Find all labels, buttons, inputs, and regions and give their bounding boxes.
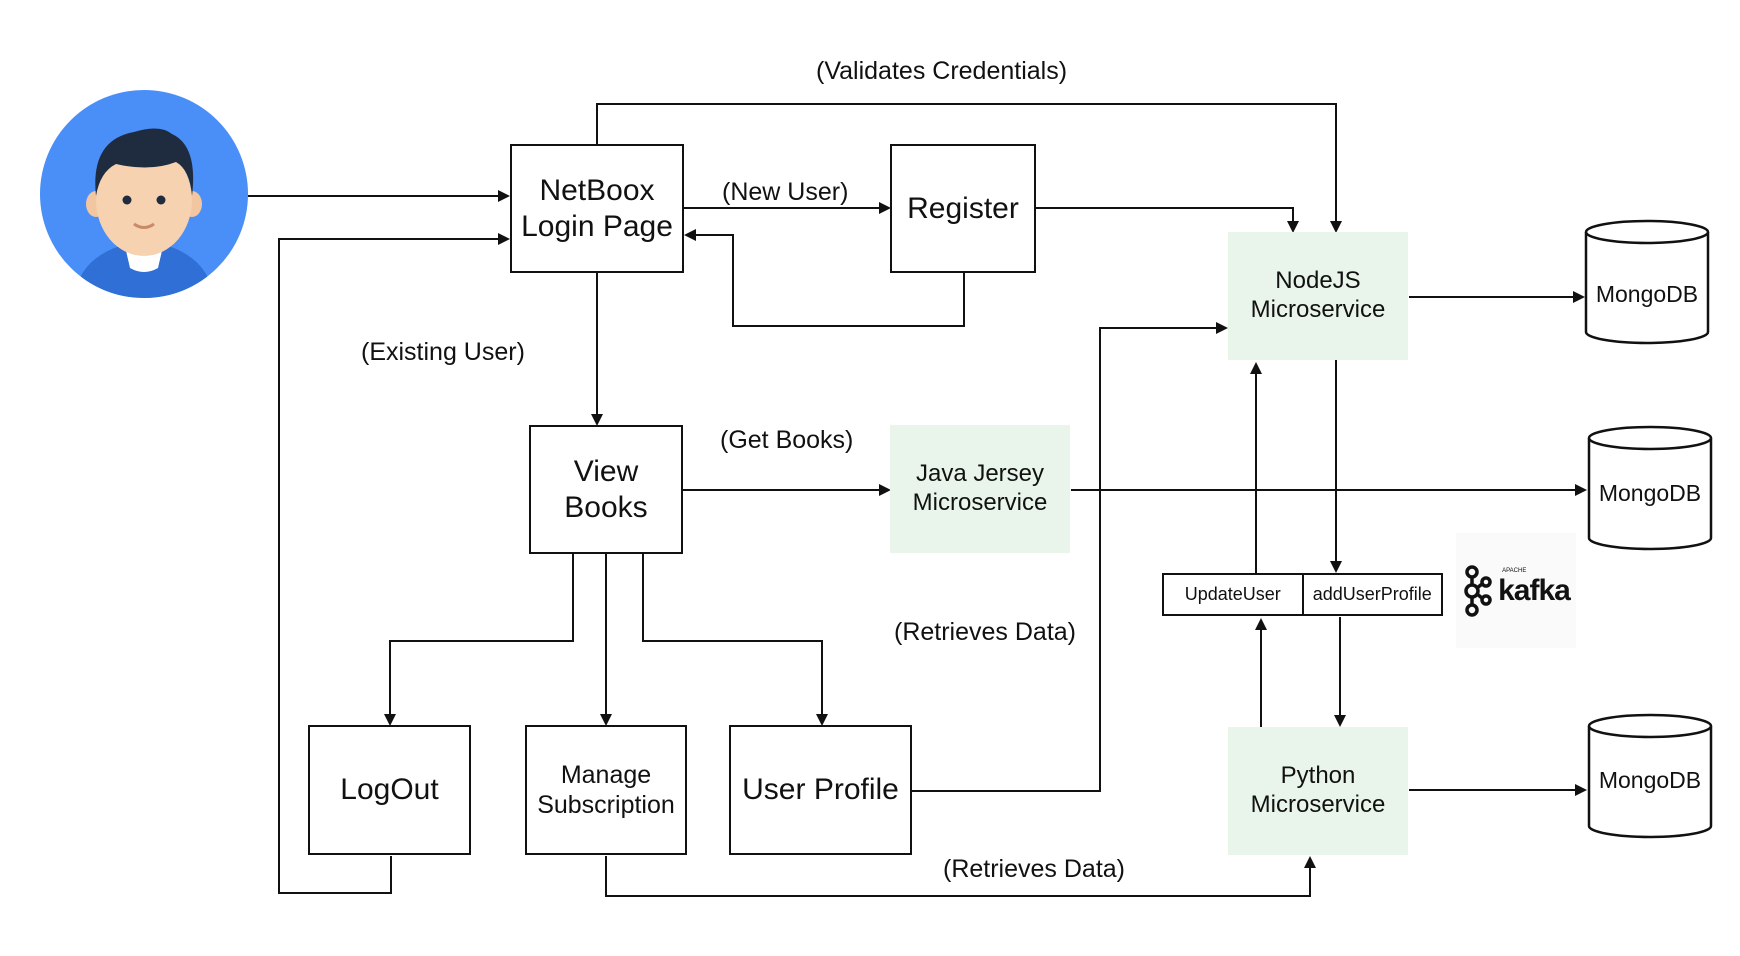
kafka-logo: APACHE kafka <box>1456 533 1576 648</box>
mongodb-java-label: MongoDB <box>1598 480 1702 506</box>
mongodb-nodejs-cylinder <box>1584 219 1710 345</box>
edge-subscription-to-python <box>605 856 1316 897</box>
kafka-wordmark: APACHE kafka <box>1498 568 1571 608</box>
edge-label-new-user: (New User) <box>722 178 849 206</box>
kafka-nodes-icon <box>1464 564 1492 617</box>
edge-label-retrieves-data-subscription: (Retrieves Data) <box>943 855 1125 883</box>
mongodb-python-cylinder <box>1587 713 1713 839</box>
edge-label-existing-user: (Existing User) <box>361 338 525 366</box>
view-books-line-1: View <box>573 454 639 488</box>
python-line-2: Microservice <box>1250 791 1386 818</box>
python-line-1: Python <box>1280 762 1356 790</box>
kafka-apache-text: APACHE <box>1502 567 1527 574</box>
queue-topic-update-user: UpdateUser <box>1184 584 1281 604</box>
user-avatar-icon <box>40 90 248 298</box>
login-page-line-2: Login Page <box>521 209 673 243</box>
edge-viewbooks-to-profile <box>642 554 828 726</box>
nodejs-microservice-node: NodeJS Microservice <box>1228 232 1408 360</box>
view-books-line-2: Books <box>564 490 648 524</box>
java-jersey-microservice-node: Java Jersey Microservice <box>890 425 1070 553</box>
edge-logout-to-login <box>278 233 510 894</box>
java-line-2: Microservice <box>912 489 1048 516</box>
nodejs-line-2: Microservice <box>1250 296 1386 323</box>
kafka-word-text: kafka <box>1498 573 1571 607</box>
nodejs-line-1: NodeJS <box>1275 267 1361 295</box>
view-books-node: View Books <box>529 425 683 554</box>
edge-profile-to-nodejs <box>912 322 1228 792</box>
edge-register-back-to-login <box>684 229 965 327</box>
manage-subscription-line-1: Manage <box>560 761 652 789</box>
logout-label: LogOut <box>340 773 439 806</box>
mongodb-python-label: MongoDB <box>1598 767 1702 793</box>
login-page-line-1: NetBoox <box>539 173 655 207</box>
kafka-topics-queue: UpdateUser addUserProfile <box>1162 573 1443 616</box>
register-label: Register <box>907 191 1019 225</box>
user-profile-node: User Profile <box>729 725 912 855</box>
user-profile-label: User Profile <box>742 773 899 806</box>
edge-register-to-nodejs <box>1035 207 1299 233</box>
logout-node: LogOut <box>308 725 471 855</box>
mongodb-java-cylinder <box>1587 425 1713 551</box>
java-line-1: Java Jersey <box>915 460 1045 488</box>
edge-label-retrieves-data-profile: (Retrieves Data) <box>894 618 1076 646</box>
python-microservice-node: Python Microservice <box>1228 727 1408 855</box>
mongodb-nodejs-label: MongoDB <box>1595 281 1699 307</box>
edge-label-validates-credentials: (Validates Credentials) <box>816 57 1068 85</box>
queue-topic-add-user-profile: addUserProfile <box>1301 575 1442 614</box>
manage-subscription-line-2: Subscription <box>537 791 675 819</box>
edge-viewbooks-to-logout <box>384 554 574 726</box>
edge-label-get-books: (Get Books) <box>720 426 854 454</box>
login-page-node: NetBoox Login Page <box>510 144 684 273</box>
edge-login-validates-nodejs <box>596 103 1342 233</box>
connectors <box>248 103 1587 897</box>
manage-subscription-node: Manage Subscription <box>525 725 687 855</box>
register-node: Register <box>890 144 1036 273</box>
